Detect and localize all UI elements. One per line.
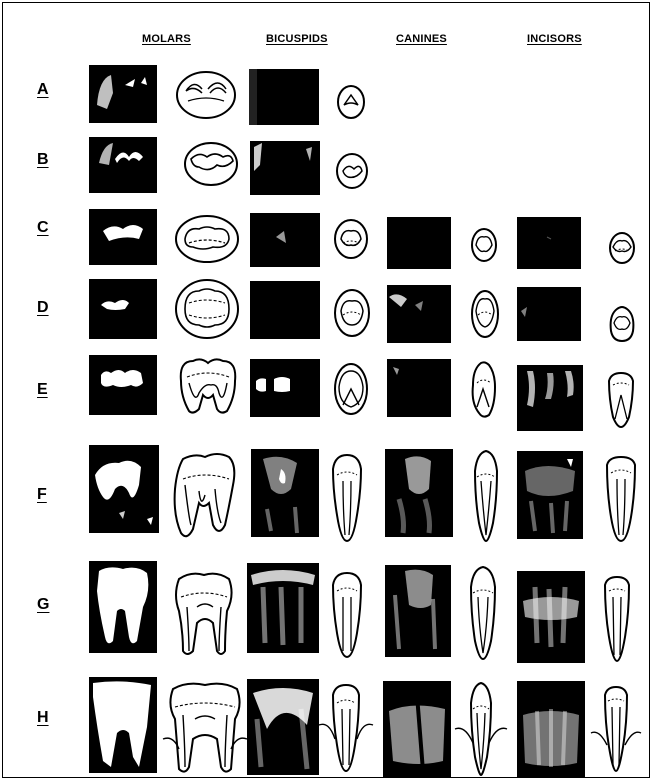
molar-drawing-h xyxy=(163,679,247,777)
incisor-drawing-f xyxy=(603,453,639,547)
row-label-g: G xyxy=(37,596,49,614)
bicuspid-drawing-d xyxy=(333,287,371,339)
row-label-d: D xyxy=(37,299,49,317)
xray-canine-f xyxy=(385,449,453,537)
row-label-b: B xyxy=(37,151,49,169)
bicuspid-drawing-c xyxy=(333,217,369,261)
xray-molar-c xyxy=(89,209,157,265)
xray-molar-d xyxy=(89,279,157,339)
xray-incisor-f xyxy=(517,451,583,539)
column-header-incisors: INCISORS xyxy=(527,33,582,45)
canine-drawing-d xyxy=(469,287,501,341)
xray-bicuspid-c xyxy=(250,213,320,267)
xray-canine-c xyxy=(387,217,451,269)
canine-drawing-f xyxy=(469,449,503,545)
xray-molar-b xyxy=(89,137,157,193)
bicuspid-drawing-a xyxy=(335,83,367,121)
xray-molar-h xyxy=(89,677,157,773)
row-label-a: A xyxy=(37,81,49,99)
molar-drawing-c xyxy=(173,213,241,265)
xray-incisor-h xyxy=(517,681,585,777)
xray-bicuspid-a xyxy=(249,69,319,125)
bicuspid-drawing-h xyxy=(319,681,373,777)
xray-canine-h xyxy=(383,681,451,777)
xray-molar-e xyxy=(89,355,157,415)
xray-incisor-g xyxy=(517,571,585,663)
canine-drawing-c xyxy=(469,225,499,265)
bicuspid-drawing-f xyxy=(329,451,365,545)
row-label-h: H xyxy=(37,709,49,727)
canine-drawing-g xyxy=(465,565,501,663)
column-header-bicuspids: BICUSPIDS xyxy=(266,33,328,45)
incisor-drawing-d xyxy=(607,301,637,345)
incisor-drawing-h xyxy=(591,683,641,777)
molar-drawing-d xyxy=(173,277,241,341)
xray-molar-g xyxy=(89,561,157,653)
incisor-drawing-e xyxy=(605,369,637,431)
incisor-drawing-c xyxy=(607,229,637,267)
bicuspid-drawing-b xyxy=(334,151,370,191)
xray-incisor-e xyxy=(517,365,583,431)
xray-canine-g xyxy=(385,565,451,657)
canine-drawing-e xyxy=(465,359,501,421)
xray-bicuspid-f xyxy=(251,449,319,537)
row-label-c: C xyxy=(37,219,49,237)
molar-drawing-f xyxy=(169,449,241,541)
bicuspid-drawing-e xyxy=(333,361,369,417)
molar-drawing-e xyxy=(175,353,241,419)
incisor-drawing-g xyxy=(601,573,633,667)
canine-drawing-h xyxy=(453,681,509,779)
row-label-f: F xyxy=(37,486,47,504)
xray-molar-f xyxy=(89,445,159,533)
xray-bicuspid-g xyxy=(247,563,319,653)
molar-drawing-g xyxy=(169,567,239,659)
xray-incisor-d xyxy=(517,287,581,341)
xray-canine-d xyxy=(387,285,451,343)
molar-drawing-b xyxy=(181,139,241,189)
xray-molar-a xyxy=(89,65,157,123)
molar-drawing-a xyxy=(174,69,238,121)
column-header-canines: CANINES xyxy=(396,33,447,45)
xray-bicuspid-b xyxy=(250,141,320,195)
xray-incisor-c xyxy=(517,217,581,269)
xray-bicuspid-d xyxy=(250,281,320,339)
xray-canine-e xyxy=(387,359,451,417)
xray-bicuspid-h xyxy=(247,679,319,775)
row-label-e: E xyxy=(37,381,48,399)
column-header-molars: MOLARS xyxy=(142,33,191,45)
xray-bicuspid-e xyxy=(250,359,320,417)
bicuspid-drawing-g xyxy=(329,569,365,661)
